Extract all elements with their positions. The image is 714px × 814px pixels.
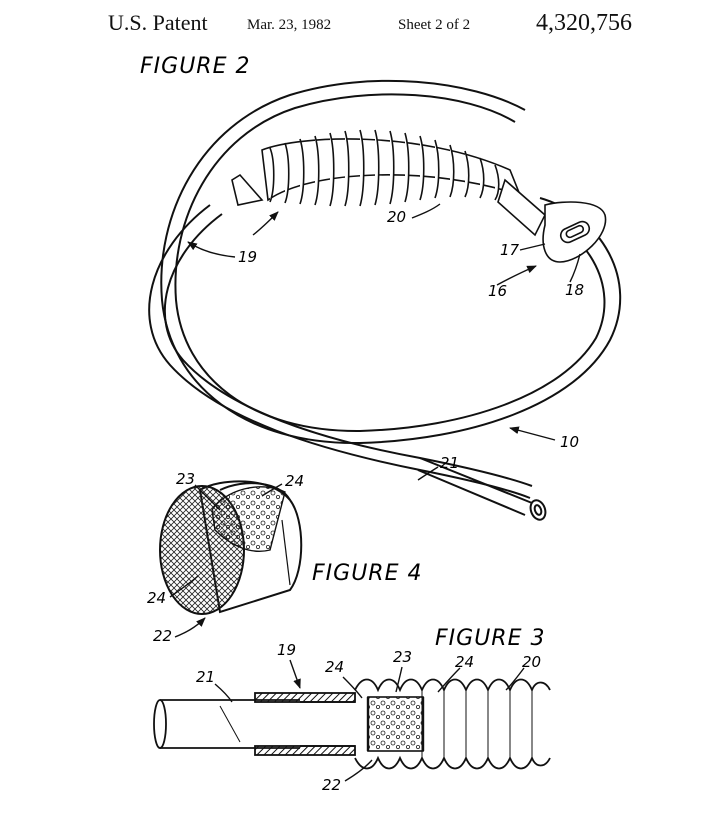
patent-header: U.S. Patent Mar. 23, 1982 Sheet 2 of 2 4…	[0, 0, 714, 48]
figure-2: FIGURE 2	[140, 54, 622, 521]
figure-3-refs: 19 21 24 23 24 20 22	[196, 641, 541, 794]
figure-4-label: FIGURE 4	[312, 561, 422, 586]
patent-date: Mar. 23, 1982	[247, 17, 332, 33]
ref-23-fig3: 23	[393, 648, 412, 666]
ref-24-fig3-left: 24	[325, 658, 344, 676]
ref-22-fig3: 22	[322, 776, 341, 794]
ref-22-fig4: 22	[153, 627, 172, 645]
ref-18: 18	[565, 281, 584, 299]
figure-4: FIGURE 4 23 24 24 22	[147, 470, 422, 645]
ref-17: 17	[500, 241, 520, 259]
figure-3: FIGURE 3 19	[153, 626, 551, 794]
filter-element	[159, 480, 303, 615]
patent-number: 4,320,756	[536, 10, 632, 36]
figure-3-label: FIGURE 3	[435, 626, 545, 651]
tube-loop	[148, 79, 622, 521]
figure-3-leaders	[214, 659, 525, 782]
ref-24-fig4-bottom: 24	[147, 589, 166, 607]
ref-24-fig3-right: 24	[455, 653, 474, 671]
ref-20-fig3: 20	[522, 653, 541, 671]
bellows-section	[231, 129, 607, 263]
figure-4-refs: 23 24 24 22	[147, 470, 304, 645]
figure-4-leaders	[169, 483, 283, 638]
ref-19-fig3: 19	[277, 641, 296, 659]
ref-23-fig4: 23	[176, 470, 195, 488]
ref-16: 16	[488, 282, 507, 300]
ref-24-fig4-top: 24	[285, 472, 304, 490]
sheet-info: Sheet 2 of 2	[398, 17, 471, 33]
ref-10: 10	[560, 433, 579, 451]
ref-19: 19	[238, 248, 257, 266]
figure-2-label: FIGURE 2	[140, 54, 250, 79]
figure-2-leaders	[187, 203, 581, 481]
ref-21: 21	[440, 454, 459, 472]
cross-section	[153, 678, 551, 770]
ref-21-fig3: 21	[196, 668, 215, 686]
figure-2-refs: 19 20 17 16 18 10 21	[238, 208, 584, 472]
ref-20: 20	[387, 208, 406, 226]
patent-label: U.S. Patent	[108, 10, 208, 35]
